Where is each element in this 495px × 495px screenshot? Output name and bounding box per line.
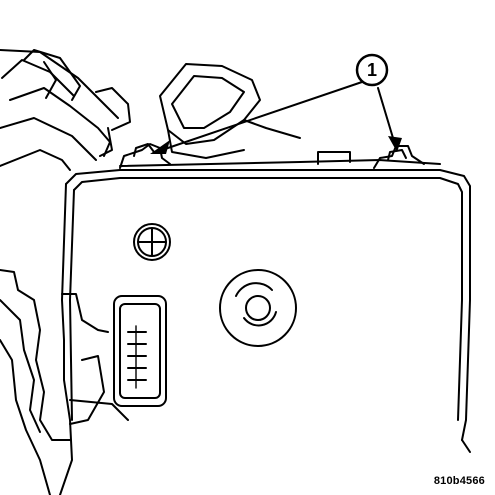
side-structure-lower-left — [0, 269, 129, 495]
module-cover — [59, 169, 471, 495]
retaining-clip-left — [119, 143, 171, 169]
lid-top-edge — [119, 151, 441, 167]
connector-housing-top — [159, 63, 301, 159]
nameplate — [113, 295, 167, 407]
figure-id-code: 810b4566 — [433, 475, 485, 487]
circular-cap — [219, 269, 297, 347]
callout-badge: 1 — [355, 53, 389, 87]
retaining-clip-right — [373, 145, 425, 169]
screw-head — [133, 223, 171, 261]
harness-bracket-upper-left — [0, 49, 131, 171]
arrowhead-left — [150, 140, 170, 154]
arrowhead-right — [388, 136, 402, 152]
callout-leaders — [161, 81, 397, 151]
callout-number: 1 — [367, 60, 377, 80]
